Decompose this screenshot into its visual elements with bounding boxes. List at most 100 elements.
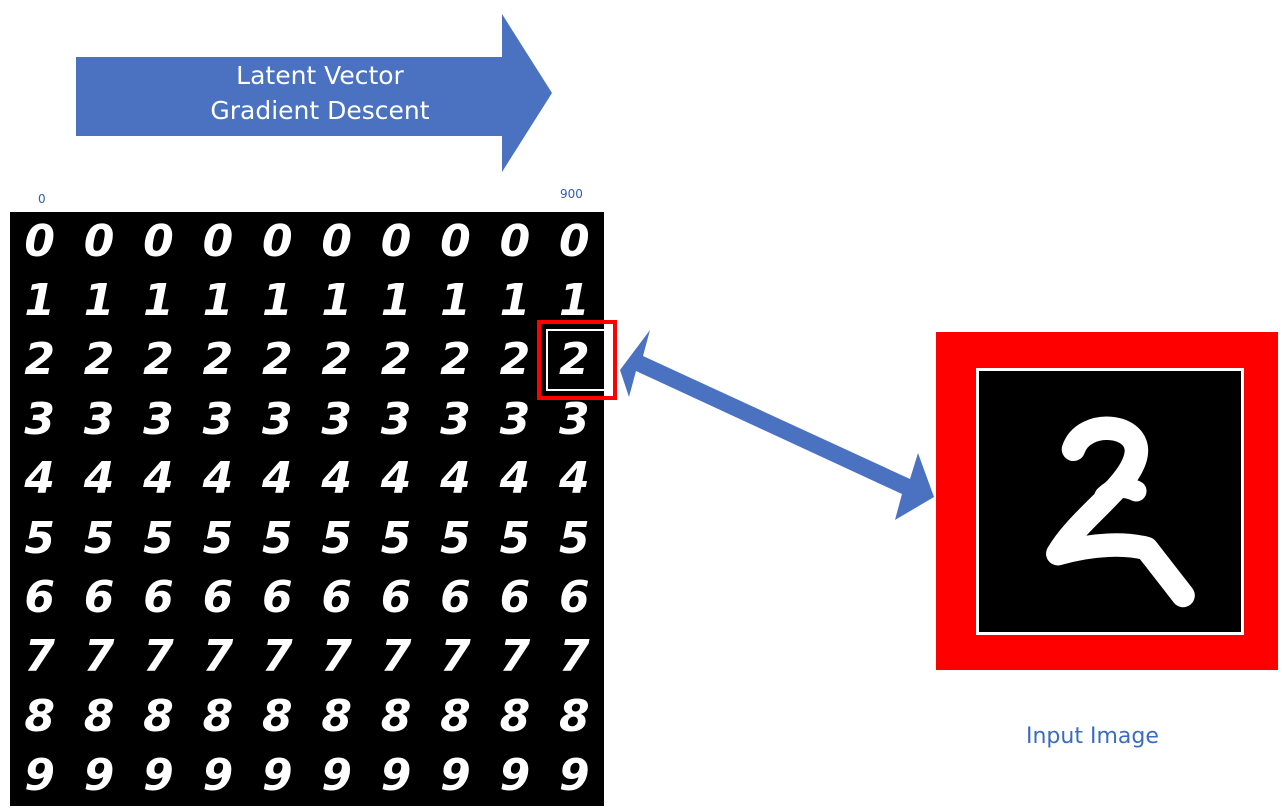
closest-match-inner-border <box>546 329 608 391</box>
digit-cell: 7 <box>24 631 55 683</box>
digit-cell: 6 <box>380 572 412 624</box>
digit-cell: 0 <box>499 215 531 267</box>
digit-cell: 7 <box>499 631 531 683</box>
digit-cell: 0 <box>321 215 352 267</box>
digit-cell: 5 <box>24 512 55 564</box>
digit-cell: 4 <box>261 453 293 505</box>
digit-cell: 4 <box>321 453 352 505</box>
arrow-label-line1: Latent Vector <box>236 61 404 90</box>
digit-cell: 6 <box>202 572 234 624</box>
digit-cell: 6 <box>499 572 531 624</box>
digit-cell: 6 <box>24 572 55 624</box>
digit-cell: 9 <box>558 750 590 802</box>
digit-cell: 8 <box>24 690 55 742</box>
digit-cell: 2 <box>143 334 174 386</box>
digit-cell: 4 <box>202 453 234 505</box>
digit-cell: 4 <box>499 453 531 505</box>
digit-cell: 3 <box>261 393 293 445</box>
digit-cell: 1 <box>261 275 293 327</box>
digit-cell: 1 <box>202 275 234 327</box>
digit-cell: 8 <box>261 690 293 742</box>
input-digit-drawing <box>1046 416 1195 608</box>
digit-cell: 8 <box>202 690 234 742</box>
digit-cell: 8 <box>440 690 471 742</box>
digit-cell: 4 <box>24 453 55 505</box>
digit-cell: 6 <box>321 572 352 624</box>
digit-cell: 9 <box>380 750 412 802</box>
digit-cell: 9 <box>83 750 115 802</box>
digit-cell: 0 <box>261 215 293 267</box>
digit-cell: 1 <box>143 275 174 327</box>
digit-cell: 4 <box>143 453 174 505</box>
input-image-caption: Input Image <box>1026 724 1159 749</box>
digit-cell: 9 <box>24 750 55 802</box>
gradient-descent-label: Latent Vector Gradient Descent <box>170 58 470 128</box>
digit-cell: 8 <box>143 690 174 742</box>
digit-cell: 9 <box>202 750 234 802</box>
digit-cell: 0 <box>83 215 115 267</box>
digit-cell: 4 <box>440 453 471 505</box>
digit-cell: 2 <box>558 334 590 386</box>
digit-cell: 2 <box>499 334 531 386</box>
digit-cell: 5 <box>499 512 531 564</box>
digit-cell: 0 <box>440 215 471 267</box>
digit-cell: 2 <box>83 334 115 386</box>
digit-cell: 5 <box>202 512 234 564</box>
digit-cell: 2 <box>380 334 412 386</box>
digit-cell: 3 <box>380 393 412 445</box>
digit-cell: 8 <box>83 690 115 742</box>
digit-cell: 6 <box>261 572 293 624</box>
digit-cell: 5 <box>558 512 590 564</box>
digit-cell: 3 <box>321 393 352 445</box>
digit-cell: 7 <box>83 631 115 683</box>
digit-cell: 9 <box>321 750 352 802</box>
digit-cell: 6 <box>440 572 471 624</box>
digit-cell: 8 <box>558 690 590 742</box>
digit-cell: 7 <box>380 631 412 683</box>
digit-cell: 2 <box>321 334 352 386</box>
digit-cell: 7 <box>202 631 234 683</box>
digit-cell: 5 <box>261 512 293 564</box>
digit-cell: 5 <box>83 512 115 564</box>
digit-cell: 1 <box>440 275 471 327</box>
digit-cell: 4 <box>380 453 412 505</box>
digit-cell: 5 <box>321 512 352 564</box>
arrow-label-line2: Gradient Descent <box>210 96 430 125</box>
digit-cell: 9 <box>499 750 531 802</box>
digit-cell: 5 <box>440 512 471 564</box>
closest-match-highlight <box>537 320 617 400</box>
digit-cell: 5 <box>143 512 174 564</box>
digit-cell: 8 <box>321 690 352 742</box>
digit-cell: 3 <box>143 393 174 445</box>
digit-cell: 5 <box>380 512 412 564</box>
digit-cell: 4 <box>558 453 590 505</box>
digit-cell: 6 <box>558 572 590 624</box>
digit-cell: 2 <box>24 334 55 386</box>
digit-cell: 3 <box>202 393 234 445</box>
digit-cell: 2 <box>440 334 471 386</box>
digit-cell: 8 <box>499 690 531 742</box>
digit-cell: 1 <box>24 275 55 327</box>
digit-cell: 3 <box>24 393 55 445</box>
scale-end-label: 900 <box>560 187 583 201</box>
data-difference-label: Low Data Difference <box>629 412 821 526</box>
digit-cell: 7 <box>321 631 352 683</box>
digit-cell: 1 <box>83 275 115 327</box>
digit-cell: 7 <box>440 631 471 683</box>
digit-cell: 9 <box>440 750 471 802</box>
digit-cell: 1 <box>380 275 412 327</box>
digit-cell: 6 <box>143 572 174 624</box>
digit-cell: 3 <box>83 393 115 445</box>
input-image <box>976 368 1244 635</box>
digit-cell: 7 <box>558 631 590 683</box>
digit-cell: 7 <box>143 631 174 683</box>
digit-cell: 1 <box>321 275 352 327</box>
digit-cell: 4 <box>83 453 115 505</box>
digit-cell: 8 <box>380 690 412 742</box>
digit-cell: 0 <box>143 215 174 267</box>
scale-start-label: 0 <box>38 192 46 206</box>
digit-cell: 1 <box>558 275 590 327</box>
digit-cell: 7 <box>261 631 293 683</box>
digit-cell: 1 <box>499 275 531 327</box>
